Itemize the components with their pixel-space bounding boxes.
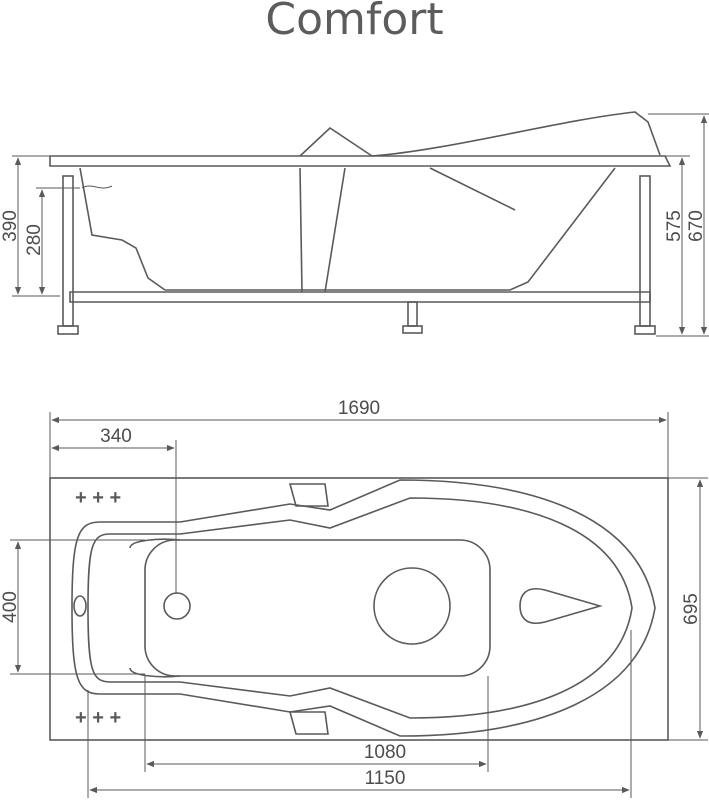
side-view: [49, 111, 672, 335]
backrest-top: [371, 111, 661, 157]
tub-body: [79, 167, 616, 291]
tub-outline: [49, 477, 669, 741]
plus-marks-top: + + +: [75, 487, 121, 509]
headrest: [299, 126, 373, 157]
dim-label-695: 695: [681, 593, 702, 625]
seat-circle: [373, 567, 451, 645]
dim-label-390: 390: [0, 210, 21, 242]
armrest-teardrop: [519, 588, 603, 624]
seat-line-2: [299, 167, 303, 293]
foot-right: [634, 325, 656, 335]
water-wave: [81, 185, 113, 189]
leg-middle: [407, 301, 418, 327]
dim-label-400: 400: [0, 591, 21, 623]
plus-marks-bottom: + + +: [75, 707, 121, 729]
leg-left: [62, 175, 74, 327]
leg-right: [639, 175, 651, 327]
headrest-top: [288, 483, 329, 507]
inner-bowl: [87, 497, 633, 719]
frame-rail: [69, 291, 651, 303]
dim-label-1080: 1080: [364, 742, 406, 763]
seat-line-3: [324, 167, 346, 293]
dim-label-1150: 1150: [365, 768, 406, 789]
foot-middle: [402, 325, 423, 334]
dim-label-280: 280: [24, 224, 45, 256]
dim-label-575: 575: [664, 210, 685, 242]
drain-circle: [163, 592, 191, 620]
dim-label-1690: 1690: [338, 398, 380, 419]
foot-left: [57, 325, 79, 335]
headrest-bottom: [288, 711, 329, 735]
dim-label-670: 670: [686, 210, 707, 242]
dim-label-340: 340: [100, 426, 132, 447]
outer-bowl: [71, 479, 656, 737]
seat-line: [429, 167, 516, 211]
floor-inner: [129, 538, 181, 678]
overflow: [73, 595, 87, 617]
tub-rim: [49, 155, 672, 167]
tub-floor: [144, 539, 491, 677]
top-view: [49, 477, 669, 741]
product-title: Comfort: [265, 0, 444, 45]
